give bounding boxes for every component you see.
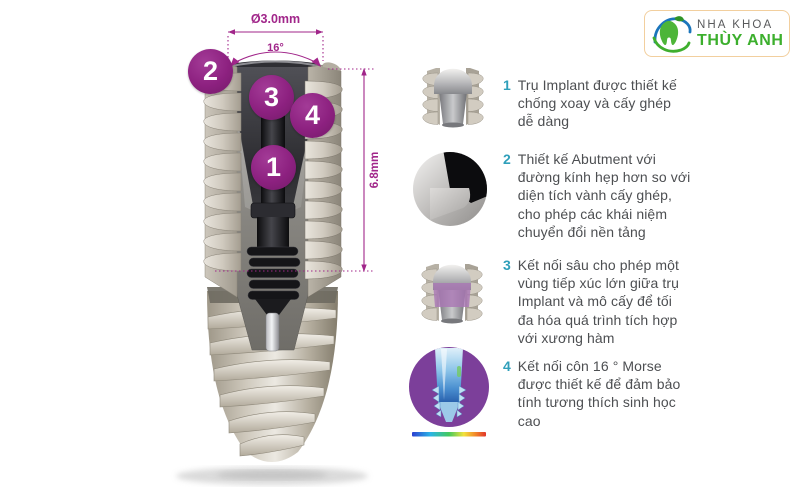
feature-number: 1 — [503, 77, 511, 93]
feature-number: 2 — [503, 151, 511, 167]
implant-shadow — [176, 467, 368, 485]
callout-2-number: 2 — [202, 56, 219, 86]
implant-illustration: Ø3.0mm 16° 6.8mm — [95, 5, 405, 493]
logo-name-top: NHA KHOA — [697, 18, 774, 31]
guide-pin — [265, 312, 280, 352]
feature-text: Kết nối côn 16 ° Morse được thiết kế để … — [517, 358, 681, 429]
dimension-diameter-label: Ø3.0mm — [251, 12, 300, 26]
callout-1-number: 1 — [265, 152, 282, 182]
callout-2: 2 — [188, 49, 233, 94]
dimension-annotations: Ø3.0mm 16° 6.8mm — [215, 12, 381, 272]
callout-3-number: 3 — [263, 82, 280, 112]
deep-connection-highlight — [433, 283, 471, 307]
fea-implant-render — [431, 348, 467, 422]
callout-4: 4 — [290, 93, 335, 138]
clinic-logo: NHA KHOA THÙY ANH — [644, 10, 790, 57]
implant-cutaway-drawing: Ø3.0mm 16° 6.8mm — [176, 12, 381, 485]
feature-text: Trụ Implant được thiết kế chống xoay và … — [517, 77, 677, 130]
callout-1: 1 — [251, 145, 296, 190]
feature-text: Kết nối sâu cho phép một vùng tiếp xúc l… — [517, 257, 680, 346]
dimension-length-label: 6.8mm — [369, 152, 381, 188]
rainbow-scale-bar — [412, 432, 486, 437]
feature-thumb-abutment-closeup — [412, 151, 488, 232]
feature-number: 4 — [503, 358, 511, 374]
tooth-icon — [652, 15, 692, 53]
feature-number: 3 — [503, 257, 511, 273]
feature-item-1: 1 Trụ Implant được thiết kế chống xoay v… — [503, 76, 748, 131]
feature-thumb-fea-simulation — [408, 346, 490, 443]
feature-item-4: 4 Kết nối côn 16 ° Morse được thiết kế đ… — [503, 357, 748, 430]
callout-4-number: 4 — [304, 100, 321, 130]
feature-text: Thiết kế Abutment với đường kính hẹp hơn… — [517, 151, 691, 240]
feature-item-2: 2 Thiết kế Abutment với đường kính hẹp h… — [503, 150, 748, 241]
feature-thumb-implant-top — [414, 56, 492, 135]
dimension-angle-label: 16° — [267, 42, 284, 54]
feature-thumb-deep-connection — [413, 252, 491, 331]
logo-name-bottom: THÙY ANH — [697, 31, 784, 49]
feature-item-3: 3 Kết nối sâu cho phép một vùng tiếp xúc… — [503, 256, 748, 347]
callout-3: 3 — [249, 75, 294, 120]
